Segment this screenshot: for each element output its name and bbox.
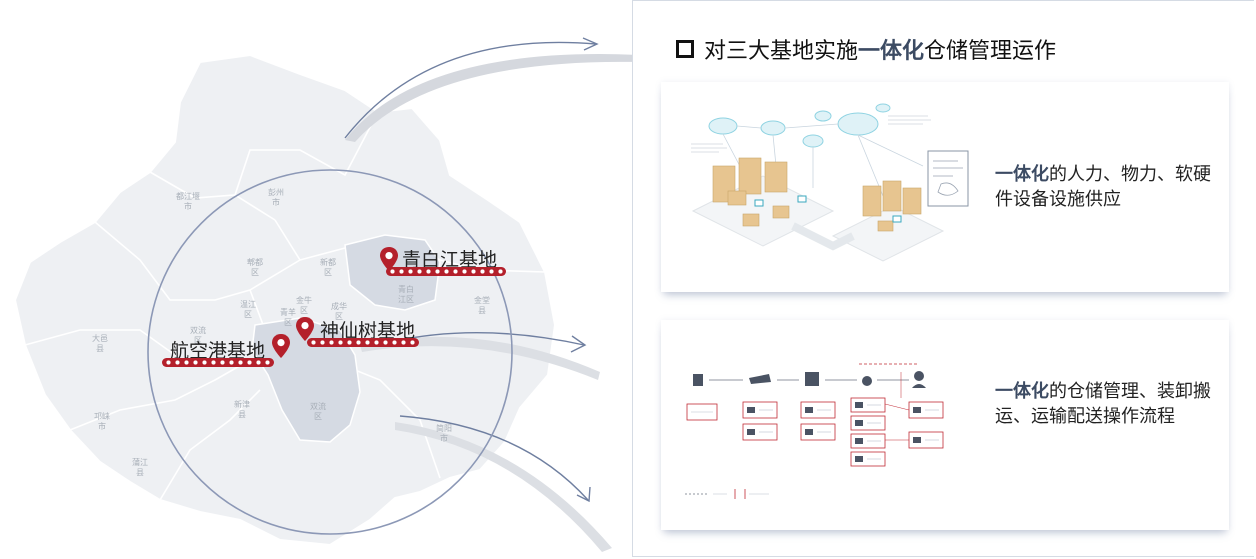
card-process-text: 一体化的仓储管理、装卸搬运、运输配送操作流程 <box>995 381 1211 427</box>
map-silhouette <box>13 53 557 547</box>
district-label-pujiang: 蒲江县 <box>132 458 148 477</box>
magnifier-circle <box>147 169 513 535</box>
section-title: 对三大基地实施一体化仓储管理运作 <box>676 33 1056 65</box>
district-label-jianyang: 简阳市 <box>436 424 452 443</box>
district-label-shuangliu-2: 双流区 <box>310 402 326 421</box>
district-label-jinniu: 金牛区 <box>296 296 312 315</box>
checkbox-icon <box>676 40 694 58</box>
district-label-dujiangyan: 都江堰市 <box>176 192 200 211</box>
district-label-dayi: 大邑县 <box>92 334 108 353</box>
arrow-bottom-head <box>576 486 591 503</box>
district-label-pidu: 郫都区 <box>247 258 263 277</box>
warehouse-isometric-illustration <box>691 103 969 262</box>
district-label-wenjiang: 温江区 <box>240 300 256 319</box>
district-label-jintang: 金堂县 <box>474 296 490 315</box>
arrow-bottom-line <box>399 415 589 501</box>
card-resources: 一体化的人力、物力、软硬件设备设施供应 <box>661 82 1229 292</box>
district-label-shuangliu: 双流区 <box>190 326 206 345</box>
base-label-shenxianshu: 神仙树基地 <box>320 320 416 342</box>
district-label-qionglai: 邛崃市 <box>94 412 110 431</box>
arrow-mid-head <box>570 335 587 353</box>
arrow-top-swoosh <box>345 54 640 142</box>
arrow-mid-line <box>389 331 585 346</box>
arrow-top-head <box>582 37 599 51</box>
process-flowchart-illustration <box>685 363 944 499</box>
card-resources-text: 一体化的人力、物力、软硬件设备设施供应 <box>995 164 1211 210</box>
title-prefix: 对三大基地实施 <box>704 39 859 64</box>
base-label-hangkonggang: 航空港基地 <box>170 340 266 362</box>
card-process: 一体化的仓储管理、装卸搬运、运输配送操作流程 <box>661 320 1229 530</box>
base-bar-hangkonggang <box>162 358 274 367</box>
district-label-pengzhou: 彭州市 <box>268 188 284 207</box>
base-label-qingbaijiang: 青白江基地 <box>402 249 498 271</box>
location-pin-icon <box>380 247 398 271</box>
title-accent: 一体化 <box>858 39 925 64</box>
chengdu-map <box>13 37 640 552</box>
district-label-qingbaijiang: 青白江区 <box>398 285 414 304</box>
title-suffix: 仓储管理运作 <box>924 39 1057 64</box>
base-bar-qingbaijiang <box>386 267 506 276</box>
map-region: 彭州市 都江堰市 郫都区 新都区 青白江区 金堂县 温江区 金牛区 成华区 青羊… <box>13 37 640 552</box>
district-label-xinjin: 新津县 <box>234 400 250 419</box>
location-pin-icon <box>272 334 290 358</box>
district-label-qingyang: 青羊区 <box>280 308 296 327</box>
arrow-top-line <box>344 41 597 139</box>
district-label-xindu: 新都区 <box>320 258 336 277</box>
base-bar-shenxianshu <box>307 338 419 347</box>
location-pin-icon <box>296 317 314 341</box>
district-label-chenghua: 成华区 <box>331 302 347 321</box>
